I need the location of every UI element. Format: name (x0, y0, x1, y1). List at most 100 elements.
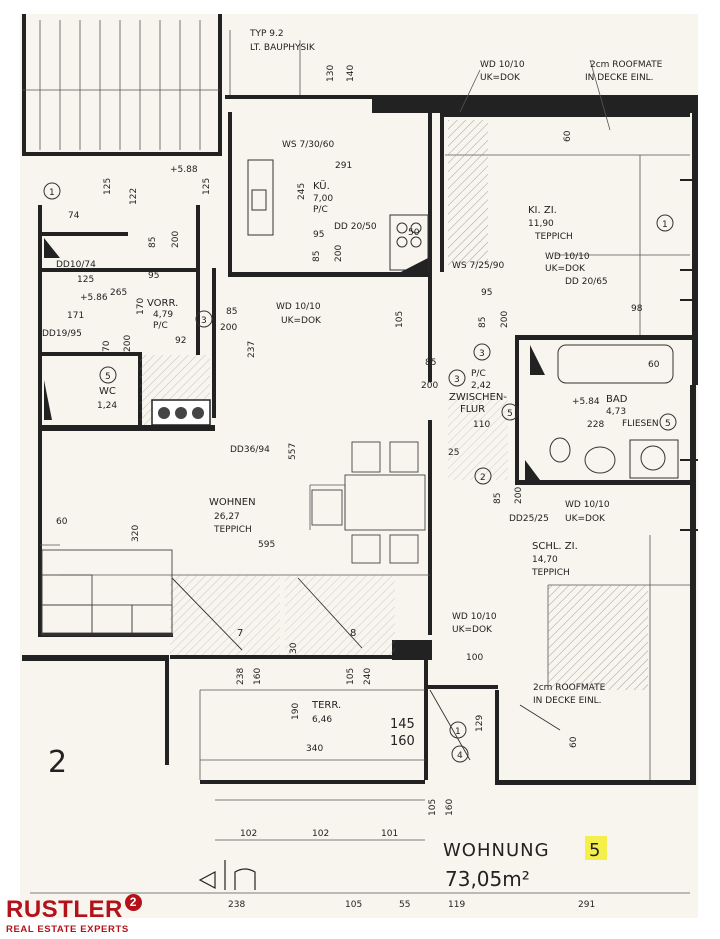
bedroom-wardrobe (548, 585, 648, 690)
label-ukdok-top: UK=DOK (480, 73, 521, 83)
dim-102-a: 102 (240, 829, 257, 839)
logo-badge: 2 (124, 894, 142, 911)
room-living-name: WOHNEN (209, 497, 256, 508)
dim-171: 171 (67, 311, 84, 321)
label-height-586: +5.86 (80, 293, 108, 303)
door-number-5-a: 5 (105, 372, 111, 382)
dim-74: 74 (68, 211, 80, 221)
vorr-cabinet (151, 399, 211, 426)
door-number-1-c: 1 (455, 727, 461, 737)
dim-85-b: 85 (312, 251, 322, 262)
dim-110: 110 (473, 420, 490, 430)
room-labels: KÜ. 7,00 P/C KI. ZI. 11,90 TEPPICH VORR.… (97, 179, 659, 725)
room-kitchen-name: KÜ. (313, 179, 330, 192)
dim-122: 122 (129, 188, 139, 205)
dim-92: 92 (175, 336, 186, 346)
dim-145: 145 (390, 717, 415, 732)
dim-238: 238 (236, 668, 246, 685)
door-number-5-c: 5 (665, 419, 671, 429)
dim-200-d: 200 (421, 381, 438, 391)
bottom-dim-119: 119 (448, 900, 465, 910)
room-vorr-name: VORR. (147, 298, 178, 309)
logo-tagline: REAL ESTATE EXPERTS (6, 924, 129, 935)
label-bauphysik: LT. BAUPHYSIK (250, 43, 316, 53)
wohnung-label: WOHNUNG (443, 840, 550, 861)
dim-557: 557 (288, 443, 298, 460)
dim-85-d: 85 (425, 358, 436, 368)
room-vorr-area: 4,79 (153, 310, 173, 320)
label-dd-19-95: DD19/95 (42, 329, 82, 339)
label-roofmate-top-2: IN DECKE EINL. (585, 73, 654, 83)
dim-160-b: 160 (390, 734, 415, 749)
dim-200-a: 200 (171, 231, 181, 248)
hatch-living-7 (170, 575, 280, 655)
label-ukdok-schl: UK=DOK (565, 514, 606, 524)
room-kids-name: KI. ZI. (528, 205, 557, 216)
apartment-title: WOHNUNG 5 73,05m² (443, 836, 607, 891)
heaters (44, 238, 545, 480)
wohnung-number: 5 (589, 840, 601, 861)
room-wc-area: 1,24 (97, 401, 117, 411)
sofa (41, 549, 173, 636)
dim-320: 320 (131, 525, 141, 542)
bottom-dim-55: 55 (399, 900, 410, 910)
room-kitchen-area: 7,00 (313, 194, 333, 204)
dim-245: 245 (297, 183, 307, 200)
dim-160-c: 160 (445, 799, 455, 816)
label-wd-vorr: WD 10/10 (276, 302, 321, 312)
dim-95-b: 95 (148, 271, 159, 281)
room-terrace-area: 6,46 (312, 715, 332, 725)
dim-125-a: 125 (77, 275, 94, 285)
room-kids-area: 11,90 (528, 219, 554, 229)
dim-595: 595 (258, 540, 275, 550)
room-flur-name: ZWISCHEN- (449, 392, 507, 403)
label-ws-kitchen: WS 7/30/60 (282, 140, 334, 150)
dim-85-f: 85 (493, 493, 503, 504)
door-number-8: 8 (350, 628, 356, 639)
bottom-dim-238: 238 (228, 900, 245, 910)
window-marks (680, 179, 698, 531)
dim-25: 25 (448, 448, 459, 458)
dim-60-d: 60 (569, 736, 579, 748)
label-wd-terr: WD 10/10 (452, 612, 497, 622)
annotations: TYP 9.2 LT. BAUPHYSIK WD 10/10 UK=DOK 2c… (42, 29, 663, 706)
dim-50: 50 (408, 228, 420, 238)
room-bedroom-floor: TEPPICH (531, 568, 570, 578)
dim-101: 101 (381, 829, 398, 839)
label-wd-kinder: WD 10/10 (545, 252, 590, 262)
room-bath-floor: FLIESEN (622, 419, 659, 429)
label-height-588: +5.88 (170, 165, 198, 175)
dim-200-f: 200 (514, 487, 524, 504)
door-number-1-a: 1 (49, 188, 55, 198)
room-wc-name: WC (99, 386, 116, 397)
room-bedroom-name: SCHL. ZI. (532, 541, 578, 552)
room-terrace-name: TERR. (311, 700, 341, 711)
section-marker (198, 860, 256, 890)
dim-105-b: 105 (346, 668, 356, 685)
hatch-flur (448, 395, 508, 480)
dim-95-a: 95 (481, 288, 492, 298)
label-roofmate-top-1: 2cm ROOFMATE (590, 60, 663, 70)
label-wd-schl: WD 10/10 (565, 500, 610, 510)
kids-room-wardrobe (448, 120, 488, 265)
dim-125-b: 125 (103, 178, 113, 195)
dim-70: 70 (102, 340, 112, 352)
dim-95-c: 95 (313, 230, 324, 240)
door-markers: 1 1 1 2 3 3 3 4 5 5 5 7 8 (43, 182, 677, 763)
room-kids-floor: TEPPICH (534, 232, 573, 242)
room-bedroom-area: 14,70 (532, 555, 558, 565)
dim-265: 265 (110, 288, 127, 298)
dim-105-a: 105 (395, 311, 405, 328)
hatch-living-8 (285, 575, 395, 655)
label-wd-top: WD 10/10 (480, 60, 525, 70)
dim-240: 240 (363, 668, 373, 685)
label-ukdok-kinder: UK=DOK (545, 264, 586, 274)
door-number-3-a: 3 (201, 316, 207, 326)
wohnung-number-highlight (585, 836, 607, 860)
label-ukdok-vorr: UK=DOK (281, 316, 322, 326)
dim-237: 237 (247, 341, 257, 358)
door-number-3-b: 3 (479, 349, 485, 359)
dim-125-c: 125 (202, 178, 212, 195)
